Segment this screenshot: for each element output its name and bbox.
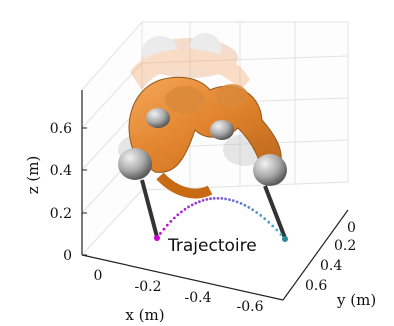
trajectory-point xyxy=(259,214,263,217)
z-tick-2: 0.4 xyxy=(50,163,72,179)
z-ticks xyxy=(82,127,87,256)
x-tick-2: -0.4 xyxy=(185,290,212,306)
trajectory-point xyxy=(190,203,194,207)
trajectory-point xyxy=(172,216,176,220)
trajectory-point xyxy=(255,211,259,214)
trajectory-point xyxy=(159,232,162,235)
trajectory-point xyxy=(205,198,209,201)
trajectory-point xyxy=(180,210,183,214)
y-tick-3: 0.6 xyxy=(305,278,327,294)
z-tick-1: 0.2 xyxy=(50,206,72,222)
trajectory-point xyxy=(275,228,279,232)
trajectory-point xyxy=(243,203,247,207)
x-tick-1: -0.2 xyxy=(135,279,162,295)
trajectory-path xyxy=(155,196,287,241)
trajectory-end-point xyxy=(282,236,288,242)
trajectory-annotation: Trajectoire xyxy=(167,236,257,256)
z-tick-3: 0.6 xyxy=(50,121,72,137)
robot-ghost-poses xyxy=(118,33,267,166)
trajectory-point xyxy=(228,198,231,202)
y-tick-1: 0.2 xyxy=(334,238,356,254)
x-tick-3: -0.6 xyxy=(237,299,264,315)
trajectory-point xyxy=(212,197,216,200)
trajectory-point xyxy=(176,213,180,217)
trajectory-point xyxy=(220,197,224,200)
z-axis-label: z (m) xyxy=(24,156,42,195)
z-tick-0: 0 xyxy=(63,248,72,264)
trajectory-point xyxy=(267,220,271,224)
trajectory-point xyxy=(247,206,251,209)
y-tick-2: 0.4 xyxy=(320,258,342,274)
trajectory-point xyxy=(271,224,275,228)
trajectory-point xyxy=(165,223,169,227)
trajectory-point xyxy=(198,200,201,204)
trajectory-point xyxy=(183,207,187,211)
trajectory-point xyxy=(231,199,235,203)
trajectory-point xyxy=(169,220,173,223)
trajectory-point xyxy=(224,197,228,201)
trajectory-point xyxy=(162,227,166,231)
axis-lines xyxy=(81,90,349,301)
trajectory-point xyxy=(235,200,239,204)
y-axis-label: y (m) xyxy=(336,291,376,309)
trajectory-point xyxy=(187,205,190,209)
trajectory-start-point xyxy=(154,235,160,241)
trajectory-point xyxy=(251,208,255,212)
trajectory-point xyxy=(194,201,198,205)
trajectory-point xyxy=(209,197,212,201)
y-tick-0: 0 xyxy=(347,220,356,236)
x-axis-label: x (m) xyxy=(125,306,164,324)
robot-arm xyxy=(118,76,287,239)
trajectory-point xyxy=(216,196,220,200)
x-tick-0: 0 xyxy=(94,268,103,284)
trajectory-point xyxy=(239,202,243,205)
trajectory-point xyxy=(279,233,283,236)
trajectory-point xyxy=(201,199,205,202)
axes-box xyxy=(81,20,349,257)
trajectory-point xyxy=(263,217,267,221)
